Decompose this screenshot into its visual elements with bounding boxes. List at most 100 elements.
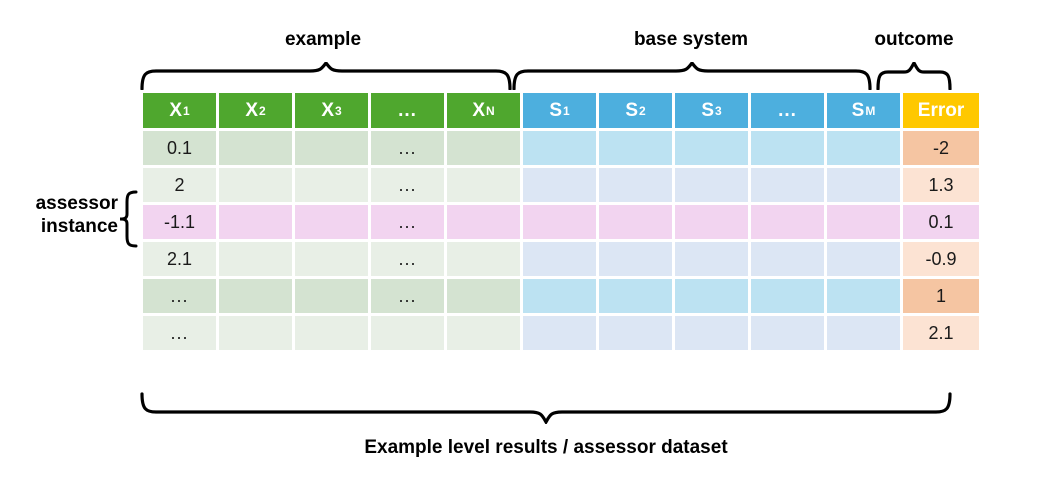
- table-row: ... 2.1: [143, 316, 979, 350]
- cell-error[interactable]: 0.1: [903, 205, 979, 239]
- cell-xn[interactable]: [447, 205, 520, 239]
- cell-sm[interactable]: [827, 205, 900, 239]
- column-header-error[interactable]: Error: [903, 93, 979, 128]
- cell-x1[interactable]: 2.1: [143, 242, 216, 276]
- column-header-sm-base: S: [851, 99, 865, 121]
- cell-s-ellipsis[interactable]: [751, 131, 824, 165]
- cell-x2[interactable]: [219, 205, 292, 239]
- cell-error[interactable]: -2: [903, 131, 979, 165]
- cell-s1[interactable]: [523, 205, 596, 239]
- group-label-outcome: outcome: [874, 29, 954, 50]
- cell-xn[interactable]: [447, 131, 520, 165]
- cell-x3[interactable]: [295, 242, 368, 276]
- brace-assessor-instance-icon: [119, 190, 138, 248]
- cell-s1[interactable]: [523, 279, 596, 313]
- cell-x-ellipsis[interactable]: [371, 316, 444, 350]
- cell-error[interactable]: -0.9: [903, 242, 979, 276]
- cell-s3[interactable]: [675, 242, 748, 276]
- brace-dataset-icon: [140, 392, 952, 424]
- table-row-highlighted: -1.1 ... 0.1: [143, 205, 979, 239]
- assessor-instance-label-line2: instance: [40, 216, 118, 237]
- cell-s1[interactable]: [523, 168, 596, 202]
- column-header-s1-sub: 1: [563, 103, 570, 118]
- cell-s1[interactable]: [523, 242, 596, 276]
- cell-sm[interactable]: [827, 316, 900, 350]
- cell-s2[interactable]: [599, 279, 672, 313]
- brace-example-icon: [140, 62, 512, 90]
- cell-x1[interactable]: ...: [143, 279, 216, 313]
- cell-x-ellipsis[interactable]: ...: [371, 205, 444, 239]
- cell-xn[interactable]: [447, 316, 520, 350]
- cell-x3[interactable]: [295, 205, 368, 239]
- cell-s3[interactable]: [675, 205, 748, 239]
- cell-x-ellipsis[interactable]: ...: [371, 279, 444, 313]
- table-row: 2 ... 1.3: [143, 168, 979, 202]
- cell-x1[interactable]: ...: [143, 316, 216, 350]
- cell-x3[interactable]: [295, 279, 368, 313]
- column-header-xn-base: X: [472, 99, 485, 121]
- column-header-x-ellipsis[interactable]: ...: [371, 93, 444, 128]
- cell-x1[interactable]: 0.1: [143, 131, 216, 165]
- cell-xn[interactable]: [447, 242, 520, 276]
- cell-x3[interactable]: [295, 131, 368, 165]
- cell-s2[interactable]: [599, 168, 672, 202]
- cell-x2[interactable]: [219, 279, 292, 313]
- cell-x2[interactable]: [219, 131, 292, 165]
- cell-x1[interactable]: -1.1: [143, 205, 216, 239]
- cell-s3[interactable]: [675, 279, 748, 313]
- cell-x2[interactable]: [219, 316, 292, 350]
- cell-s3[interactable]: [675, 131, 748, 165]
- cell-s2[interactable]: [599, 242, 672, 276]
- cell-s-ellipsis[interactable]: [751, 316, 824, 350]
- cell-xn[interactable]: [447, 168, 520, 202]
- column-header-s2-base: S: [625, 99, 638, 121]
- cell-x2[interactable]: [219, 168, 292, 202]
- cell-error[interactable]: 1: [903, 279, 979, 313]
- cell-x3[interactable]: [295, 316, 368, 350]
- cell-sm[interactable]: [827, 242, 900, 276]
- cell-x2[interactable]: [219, 242, 292, 276]
- column-header-sm-sub: M: [865, 103, 876, 118]
- cell-s-ellipsis[interactable]: [751, 205, 824, 239]
- cell-sm[interactable]: [827, 131, 900, 165]
- cell-xn[interactable]: [447, 279, 520, 313]
- cell-s2[interactable]: [599, 131, 672, 165]
- cell-s2[interactable]: [599, 205, 672, 239]
- cell-s-ellipsis[interactable]: [751, 279, 824, 313]
- column-header-x3-sub: 3: [335, 103, 342, 118]
- cell-s1[interactable]: [523, 316, 596, 350]
- cell-x1[interactable]: 2: [143, 168, 216, 202]
- cell-s-ellipsis[interactable]: [751, 168, 824, 202]
- column-header-s2-sub: 2: [639, 103, 646, 118]
- cell-s2[interactable]: [599, 316, 672, 350]
- cell-x-ellipsis[interactable]: ...: [371, 242, 444, 276]
- column-header-x3-base: X: [321, 99, 334, 121]
- cell-x3[interactable]: [295, 168, 368, 202]
- cell-x-ellipsis[interactable]: ...: [371, 168, 444, 202]
- dataset-caption: Example level results / assessor dataset: [364, 437, 728, 458]
- group-label-base-system: base system: [633, 29, 749, 50]
- cell-s-ellipsis[interactable]: [751, 242, 824, 276]
- brace-outcome-icon: [876, 62, 952, 90]
- column-header-s-ellipsis[interactable]: ...: [751, 93, 824, 128]
- cell-error[interactable]: 1.3: [903, 168, 979, 202]
- cell-sm[interactable]: [827, 279, 900, 313]
- column-header-x-ellipsis-base: ...: [398, 99, 417, 121]
- cell-s1[interactable]: [523, 131, 596, 165]
- cell-s3[interactable]: [675, 168, 748, 202]
- cell-s3[interactable]: [675, 316, 748, 350]
- column-header-s1-base: S: [549, 99, 562, 121]
- cell-sm[interactable]: [827, 168, 900, 202]
- cell-error[interactable]: 2.1: [903, 316, 979, 350]
- cell-x-ellipsis[interactable]: ...: [371, 131, 444, 165]
- group-label-example: example: [284, 29, 362, 50]
